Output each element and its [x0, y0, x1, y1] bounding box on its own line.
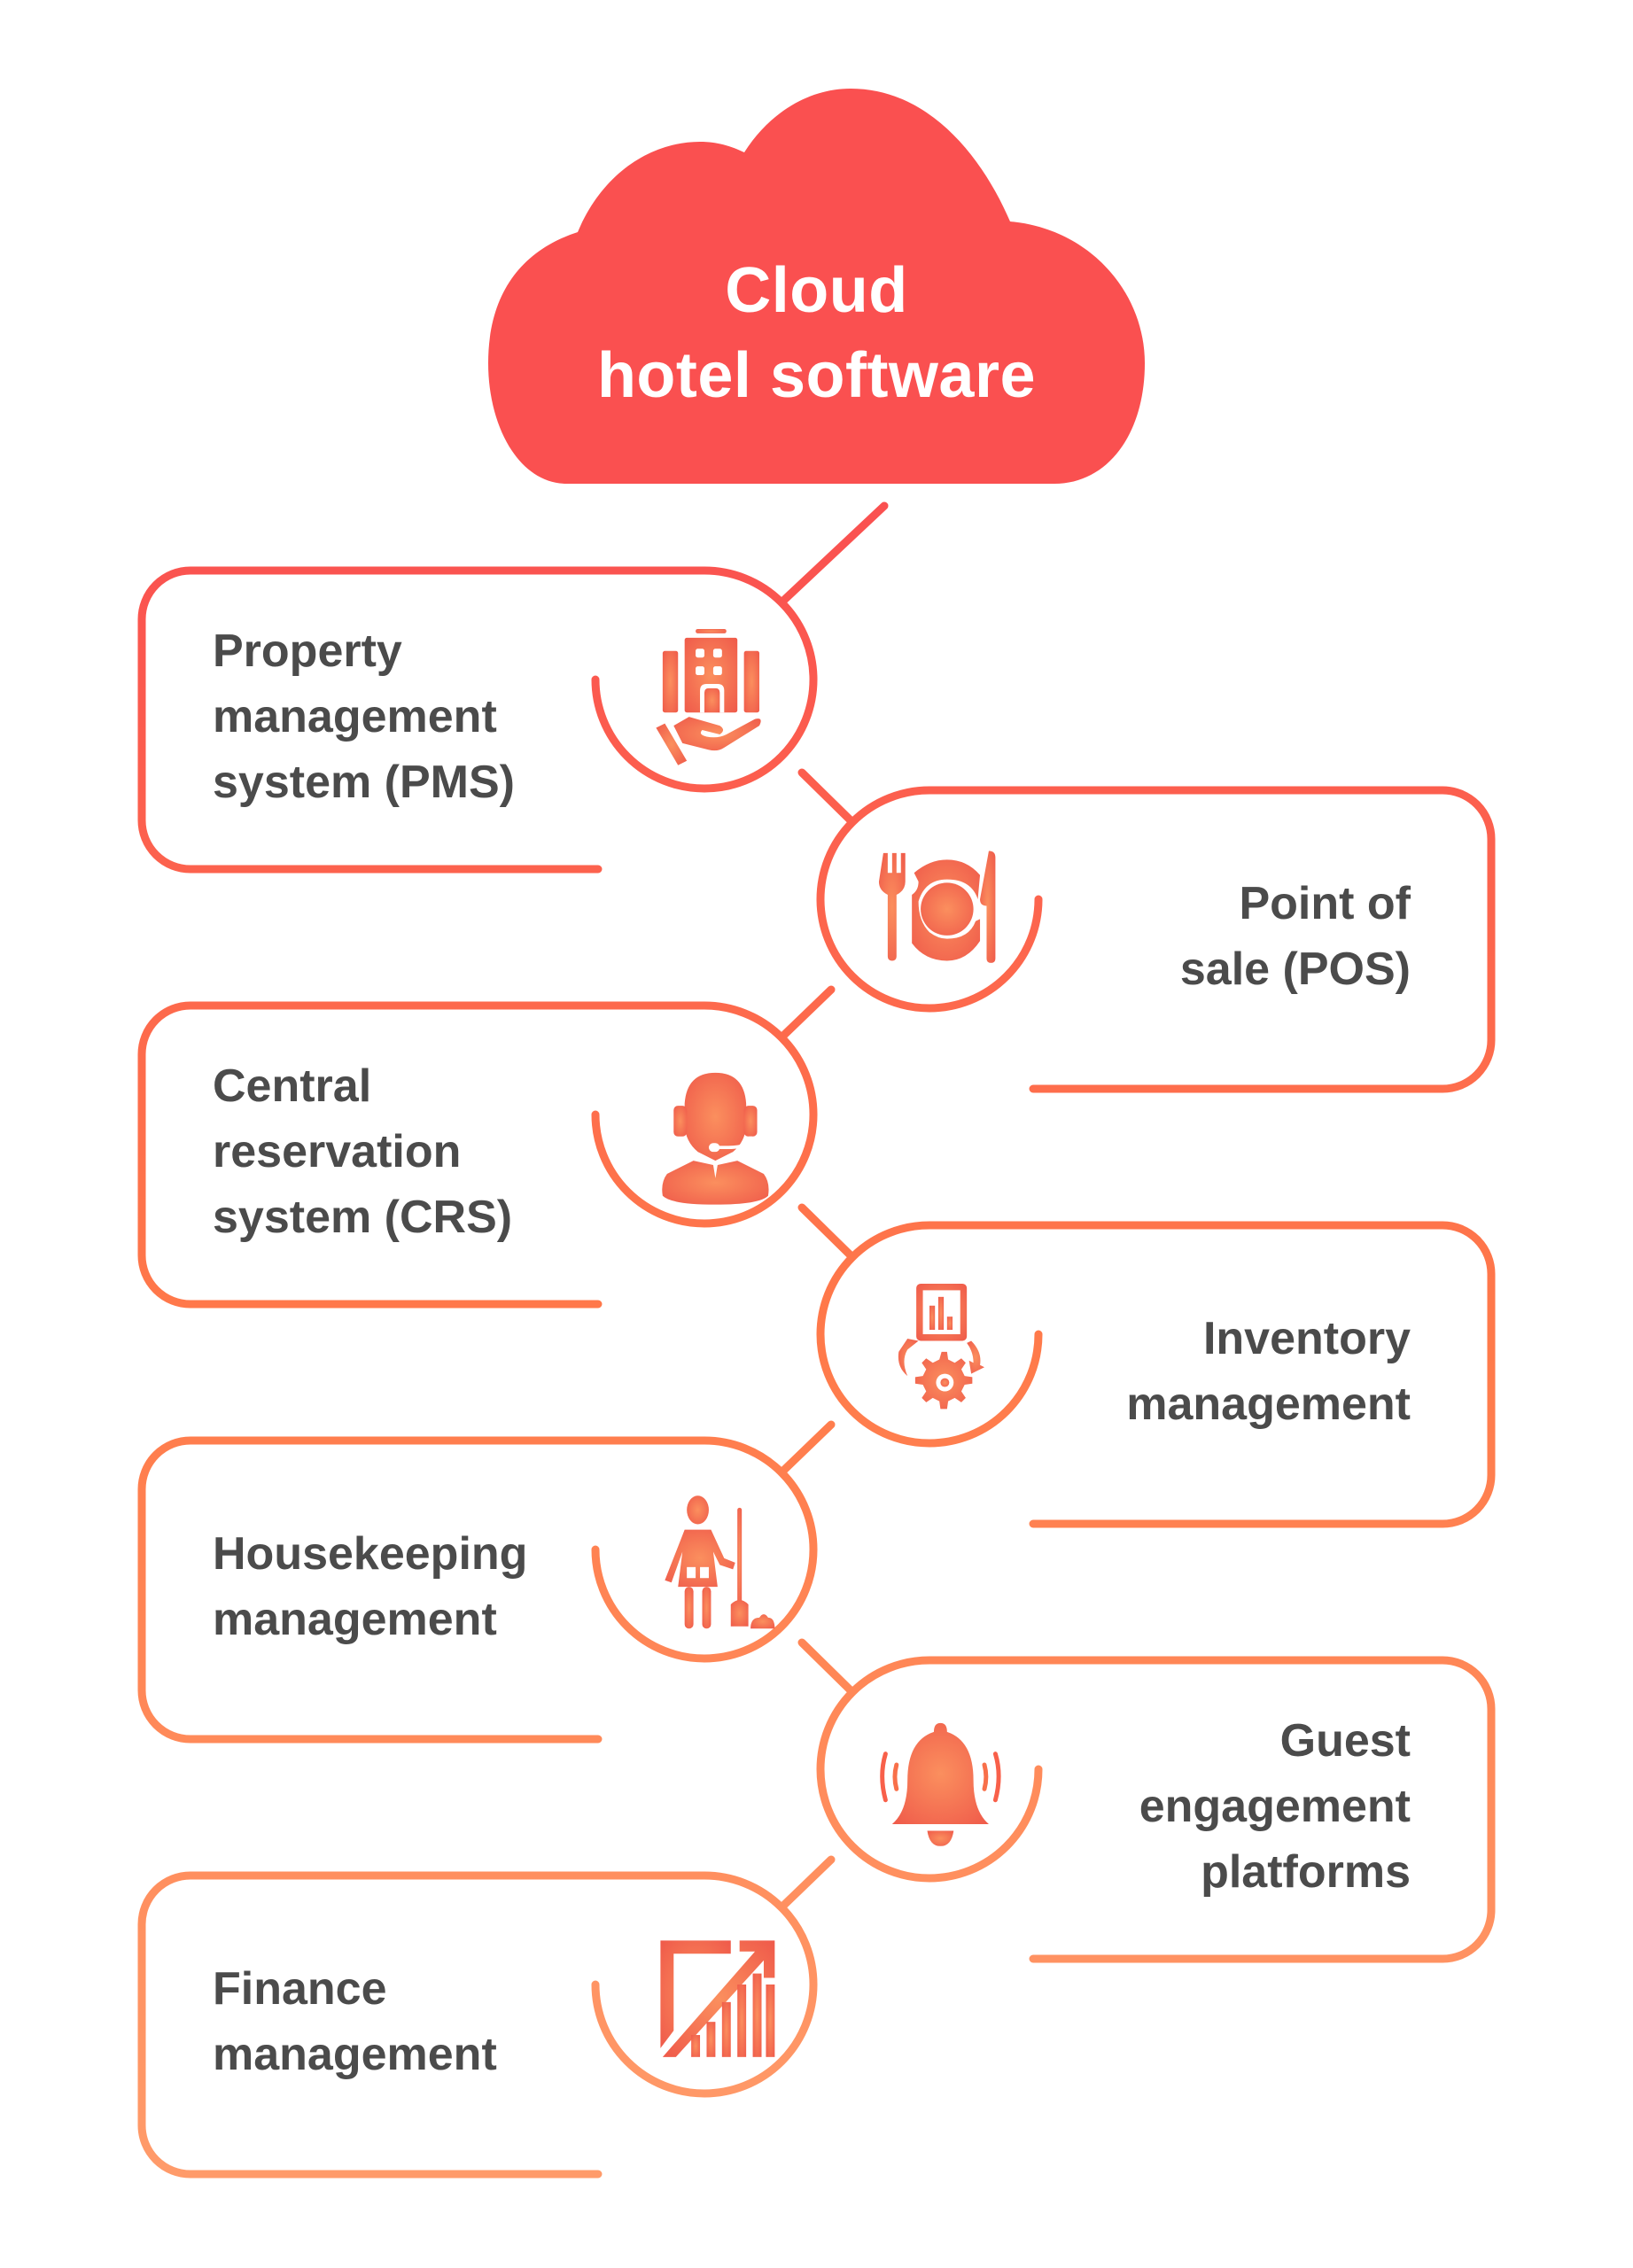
connector-line [797, 768, 857, 827]
module-label-line: management [213, 2028, 497, 2080]
module-card-outline [816, 1656, 1496, 1963]
module-label-line: Central [213, 1060, 372, 1112]
module-label-line: system (PMS) [213, 756, 515, 808]
connector-line [777, 1855, 836, 1912]
module-label-line: Housekeeping [213, 1527, 528, 1580]
connector-line [777, 1420, 836, 1477]
module-label-line: Guest [1279, 1714, 1411, 1767]
cloud-title: Cloud hotel software [488, 248, 1145, 418]
inventory-gear-icon [898, 1283, 984, 1410]
module-label: Guest engagement platforms [950, 1708, 1411, 1905]
module-label-line: sale (POS) [1179, 943, 1411, 995]
cloud-title-line-1: Cloud [725, 255, 908, 326]
module-label-line: Inventory [1202, 1312, 1411, 1364]
module-card-outline [816, 786, 1496, 1093]
module-label-line: management [213, 1593, 497, 1645]
module-label-line: Property [213, 625, 402, 677]
growth-chart-icon [660, 1940, 775, 2057]
module-label: Point of sale (POS) [950, 871, 1411, 1002]
connector-line [797, 1203, 857, 1262]
module-label-line: reservation [213, 1125, 462, 1177]
module-label-line: Finance [213, 1962, 387, 2015]
plate-cutlery-icon [878, 850, 996, 963]
module-label: Housekeeping management [213, 1521, 585, 1652]
module-label-line: management [1126, 1378, 1411, 1430]
connector-line [777, 501, 889, 607]
ringing-bell-icon [880, 1722, 1001, 1846]
module-label-line: platforms [1201, 1845, 1411, 1898]
module-label-line: Point of [1239, 877, 1411, 929]
connector-line [797, 1638, 857, 1697]
connector-line [777, 985, 836, 1042]
module-label: Inventory management [950, 1306, 1411, 1437]
module-label-line: engagement [1139, 1780, 1411, 1832]
cloud-shape [488, 89, 1145, 484]
module-card-outline [137, 566, 818, 874]
module-card-outline [137, 1871, 818, 2179]
module-label-line: system (CRS) [213, 1191, 513, 1243]
headset-agent-icon [662, 1067, 769, 1205]
module-label: Property management system (PMS) [213, 618, 585, 815]
hotel-hand-icon [656, 628, 761, 765]
module-card-outline [137, 1436, 818, 1744]
module-card-outline [137, 1001, 818, 1309]
module-card-outline [816, 1221, 1496, 1528]
housekeeper-broom-icon [665, 1495, 775, 1629]
module-label: Central reservation system (CRS) [213, 1053, 585, 1250]
module-label: Finance management [213, 1956, 585, 2087]
cloud-title-line-2: hotel software [596, 340, 1037, 411]
module-label-line: management [213, 690, 497, 742]
